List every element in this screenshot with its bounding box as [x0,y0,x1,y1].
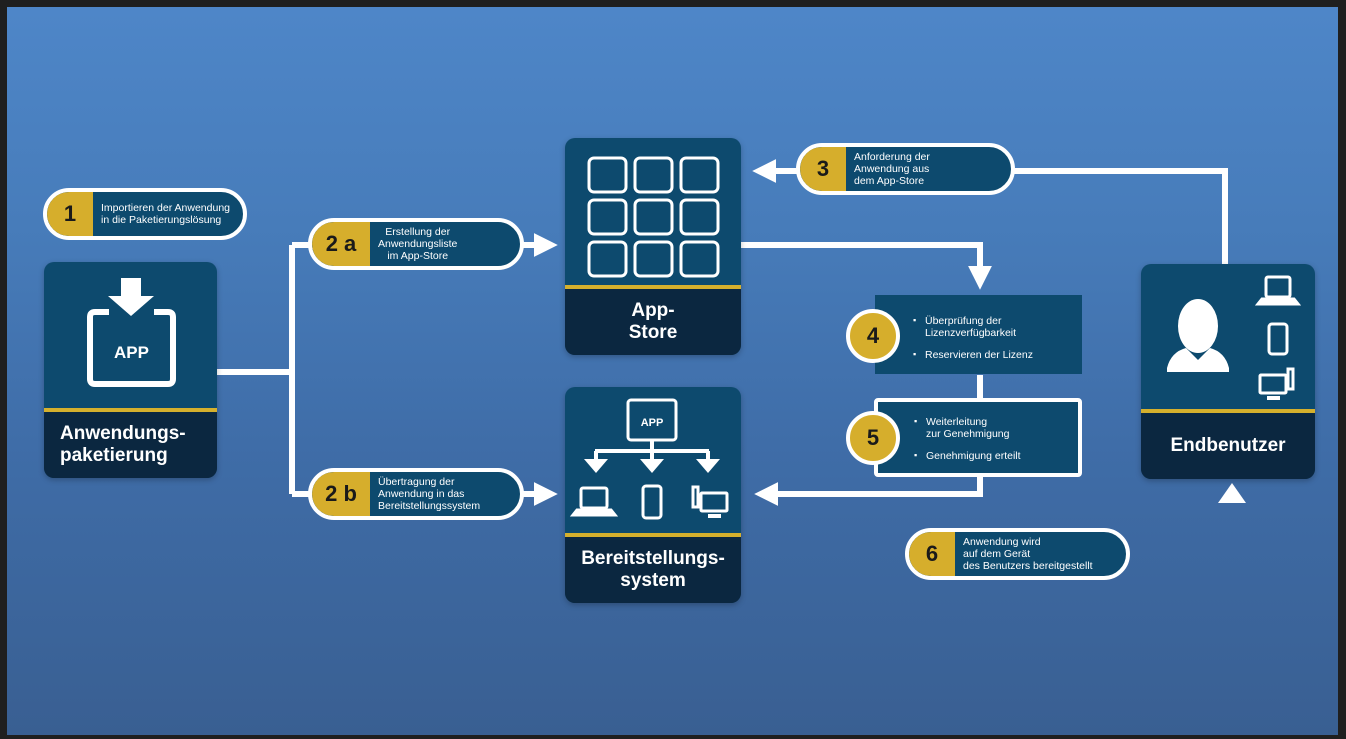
app-grid-icon [587,156,720,278]
step-3-number: 3 [800,147,846,191]
card-appstore-title: App- Store [565,285,741,355]
desktop-icon [691,485,729,518]
distribution-icon: APP [569,398,729,520]
step-4-number: 4 [846,309,900,363]
deployment-icon-label: APP [641,417,664,429]
step-4-item-2: Reservieren der Lizenz [913,348,1033,361]
step-1: 1 Importieren der Anwendung in die Paket… [43,188,247,240]
step-2b-text: Übertragung der Anwendung in das Bereits… [378,476,481,512]
laptop-icon [569,486,619,517]
step-4-box: Überprüfung der Lizenzverfügbarkeit Rese… [875,295,1082,374]
packaging-icon-label: APP [114,343,149,362]
user-silhouette-icon [1167,299,1229,372]
tablet-icon [1267,322,1289,356]
laptop-icon [1254,275,1302,306]
connector-appstore-license [741,242,992,290]
card-appstore: App- Store [565,138,741,355]
card-enduser-title: Endbenutzer [1141,409,1315,479]
step-2b-number: 2 b [312,472,370,516]
card-deployment-title: Bereitstellungs- system [565,533,741,603]
step-5-item-2: Genehmigung erteilt [914,449,1021,462]
step-4-item-1: Überprüfung der Lizenzverfügbarkeit [913,314,1033,339]
desktop-icon [1258,367,1295,400]
card-deployment: APP [565,387,741,603]
step-6-text: Anwendung wird auf dem Gerät des Benutze… [963,536,1093,572]
app-import-icon: APP [87,278,176,387]
card-packaging-title: Anwendungs- paketierung [44,408,217,478]
step-2b: 2 b Übertragung der Anwendung in das Ber… [308,468,524,520]
step-1-text: Importieren der Anwendung in die Paketie… [101,202,230,226]
step-2a-text: Erstellung der Anwendungsliste im App-St… [378,226,458,262]
step-3-text: Anforderung der Anwendung aus dem App-St… [854,151,930,187]
step-5-item-1: Weiterleitung zur Genehmigung [914,415,1021,440]
card-packaging: APP Anwendungs- paketierung [44,262,217,478]
step-2a-number: 2 a [312,222,370,266]
enduser-illustration [1167,275,1302,400]
step-6: 6 Anwendung wird auf dem Gerät des Benut… [905,528,1130,580]
step-2a: 2 a Erstellung der Anwendungsliste im Ap… [308,218,524,270]
step-3: 3 Anforderung der Anwendung aus dem App-… [796,143,1015,195]
connector-approval-deployment [754,477,983,506]
step-1-number: 1 [47,192,93,236]
tablet-icon [641,484,663,520]
step-5-box: Weiterleitung zur Genehmigung Genehmigun… [874,398,1082,477]
diagram-canvas: APP Anwendungs- paketierung App- Store A… [7,7,1338,735]
step-6-number: 6 [909,532,955,576]
step-5-number: 5 [846,411,900,465]
card-enduser: Endbenutzer [1141,264,1315,479]
enduser-up-arrow-icon [1218,483,1246,503]
